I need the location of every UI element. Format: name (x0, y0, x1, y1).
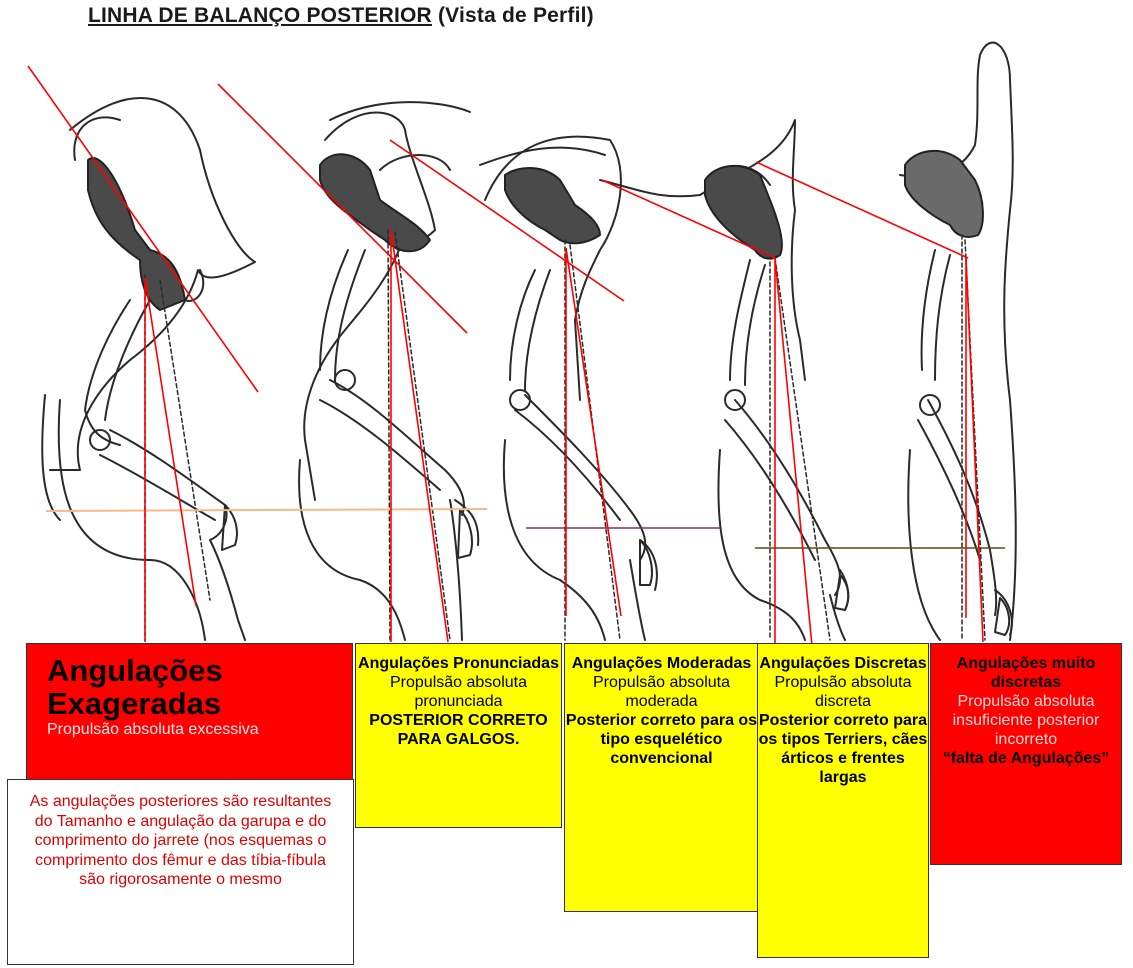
box-footer: Posterior correto para os tipo esqueléti… (565, 711, 758, 768)
box-body: Propulsão absoluta moderada (565, 673, 758, 711)
leg-figure-moderadas (480, 137, 657, 640)
leg-figure-exageradas (42, 98, 255, 640)
box-footer: “falta de Angulações” (931, 749, 1121, 768)
page-title: LINHA DE BALANÇO POSTERIOR (Vista de Per… (88, 4, 594, 28)
box-body: Propulsão absoluta insuficiente posterio… (931, 692, 1121, 749)
box-heading: Angulações muito discretas (931, 654, 1121, 692)
box-heading: Angulações Discretas (758, 654, 928, 673)
box-body: Propulsão absoluta excessiva (47, 720, 352, 739)
title-sub: (Vista de Perfil) (438, 4, 594, 27)
box-body: Propulsão absoluta discreta (758, 673, 928, 711)
box-angulacoes-moderadas: Angulações Moderadas Propulsão absoluta … (564, 643, 759, 912)
box-angulacoes-discretas: Angulações Discretas Propulsão absoluta … (757, 643, 929, 958)
note-text: As angulações posteriores são resultante… (22, 792, 339, 890)
reference-line-orange (46, 509, 487, 511)
box-angulacoes-muito-discretas: Angulações muito discretas Propulsão abs… (930, 643, 1122, 865)
box-angulacoes-exageradas: Angulações Exageradas Propulsão absoluta… (26, 643, 353, 783)
leg-figure-muito-discretas (900, 43, 1016, 640)
box-footer: Posterior correto para os tipos Terriers… (758, 711, 928, 787)
box-footer: POSTERIOR CORRETO PARA GALGOS. (356, 711, 561, 749)
box-explanatory-note: As angulações posteriores são resultante… (7, 779, 354, 965)
box-heading: Angulações Pronunciadas (356, 654, 561, 673)
box-body: Propulsão absoluta pronunciada (356, 673, 561, 711)
box-heading: Angulações Exageradas (47, 654, 352, 720)
title-main: LINHA DE BALANÇO POSTERIOR (88, 4, 432, 27)
leg-figure-discretas (600, 120, 848, 640)
box-heading: Angulações Moderadas (565, 654, 758, 673)
box-angulacoes-pronunciadas: Angulações Pronunciadas Propulsão absolu… (355, 643, 562, 828)
